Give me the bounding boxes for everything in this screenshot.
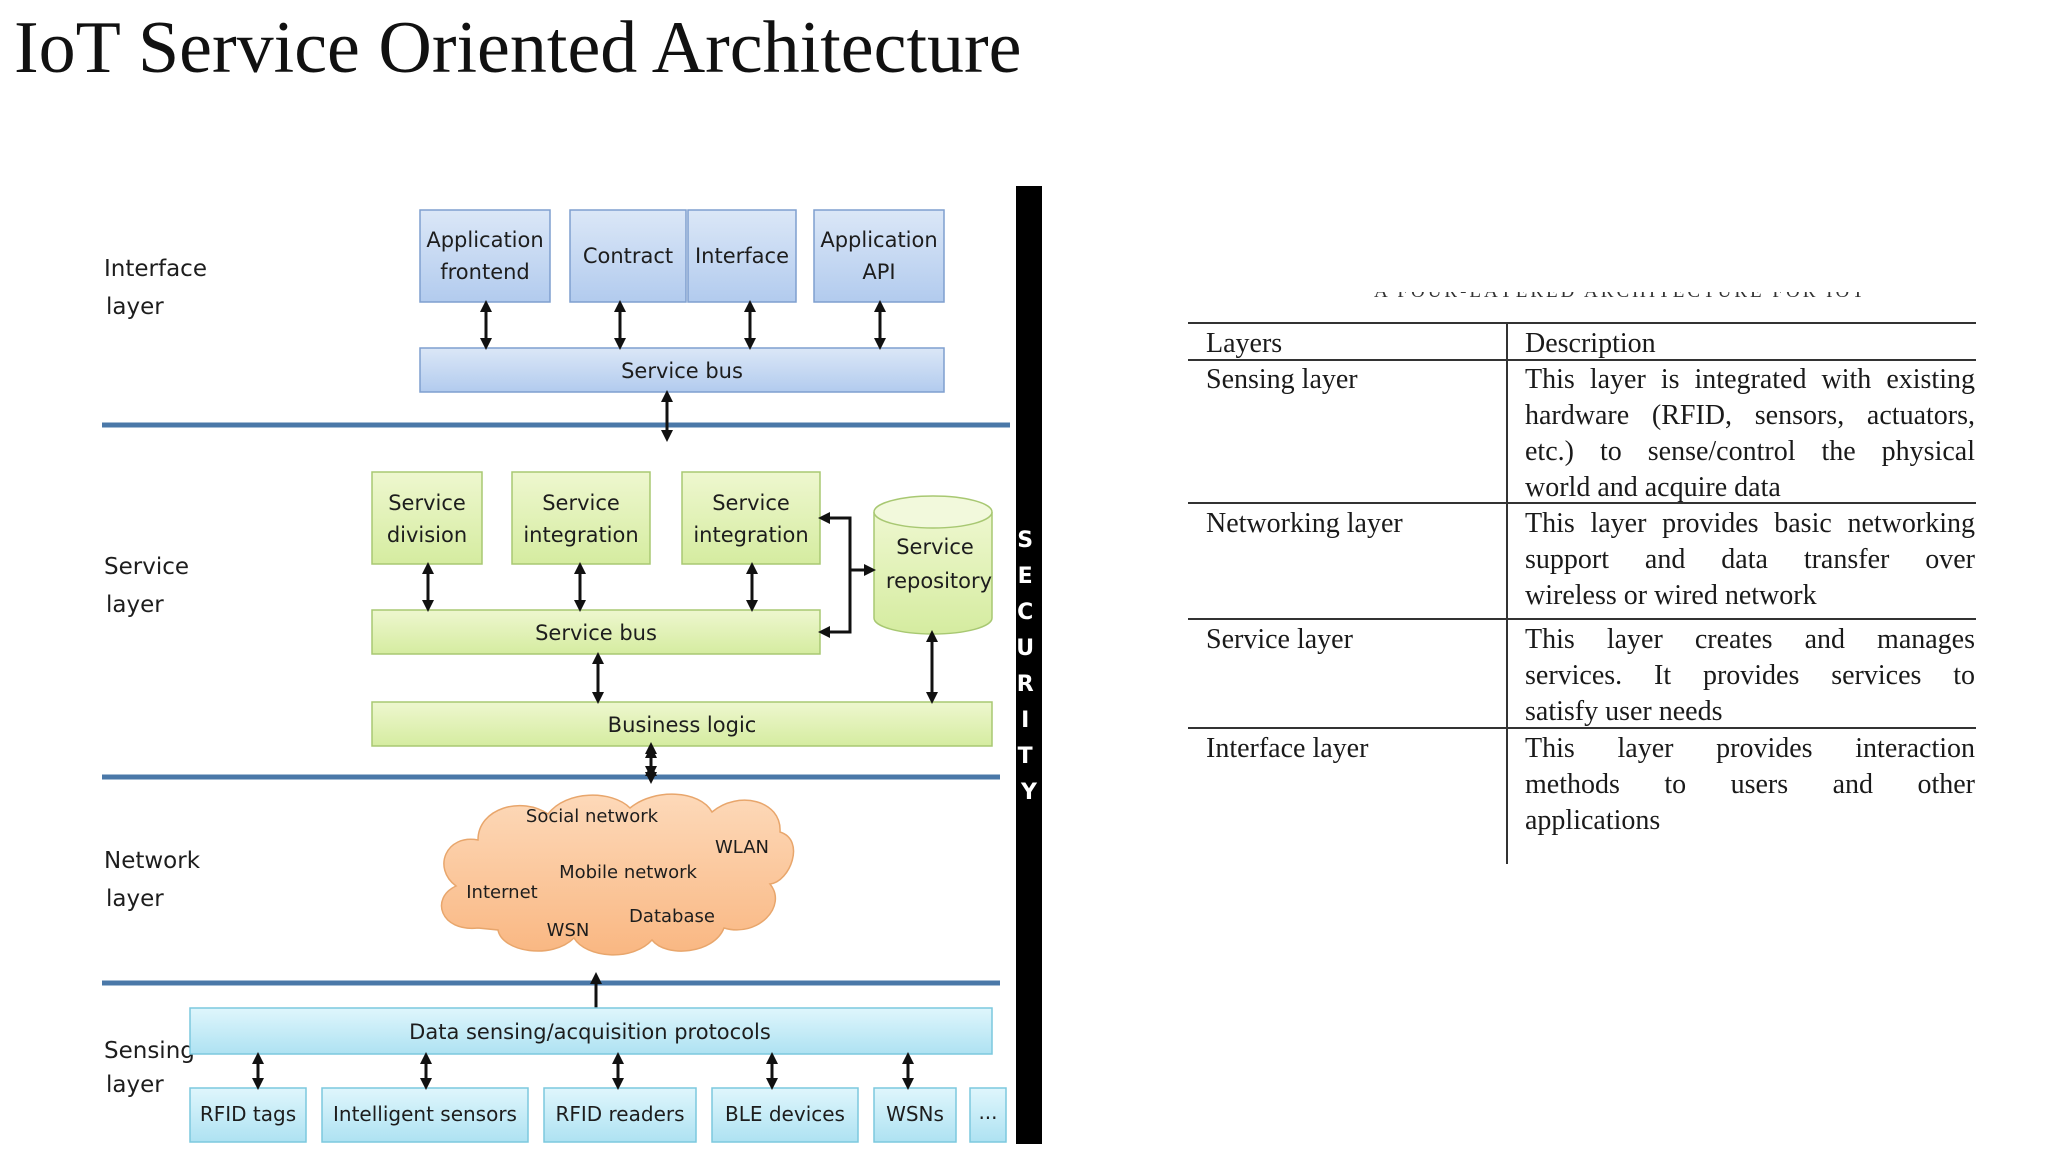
cloud-label-mobile-network: Mobile network [559,862,697,883]
table-column-rule [1506,322,1508,864]
sensing-device-rfid-readers: RFID readers [543,1087,697,1143]
slide-title: IoT Service Oriented Architecture [14,7,1022,89]
sensing-arrows [252,1052,914,1090]
svg-text:Contract: Contract [583,244,673,268]
sensing-device-more: ... [969,1087,1007,1143]
interface-arrows [480,300,886,442]
table-cell-description: This layer provides basic networking sup… [1525,508,1975,611]
table-cell-description: This layer is integrated with existing h… [1525,364,1975,503]
table-header-layers: Layers [1206,328,1283,359]
sensing-device-rfid-tags: RFID tags [189,1087,307,1143]
security-bar [1016,186,1042,1144]
data-sensing-bar: Data sensing/acquisition protocols [189,1007,993,1055]
cloud-label-wsn: WSN [547,920,590,941]
svg-text:Intelligent sensors: Intelligent sensors [333,1102,517,1126]
table-top-rule [1188,322,1976,324]
svg-text:RFID tags: RFID tags [200,1102,296,1126]
layer-dividers [102,422,1010,986]
service-bus: Service bus [371,609,821,655]
table-cell-layer: Service layer [1206,624,1353,655]
interface-box-contract: Contract [569,209,687,303]
business-logic-bar: Business logic [371,701,993,747]
table-cell-description: This layer provides interaction methods … [1525,733,1975,836]
table-cell-description: This layer creates and manages services.… [1525,624,1975,727]
sensing-device-intelligent-sensors: Intelligent sensors [321,1087,529,1143]
svg-text:WSNs: WSNs [886,1102,944,1126]
sensing-device-wsns: WSNs [873,1087,957,1143]
svg-text:Interface: Interface [695,244,789,268]
svg-text:Data sensing/acquisition proto: Data sensing/acquisition protocols [409,1020,771,1044]
cloud-label-internet: Internet [466,882,537,903]
security-label: S E C U R I T Y [1016,528,1042,805]
table-caption: A Four-Layered Architecture for IoT [1176,292,1976,312]
table-cell-layer: Interface layer [1206,733,1369,764]
sensing-device-ble-devices: BLE devices [711,1087,859,1143]
svg-text:...: ... [978,1100,997,1124]
table-cell-layer: Sensing layer [1206,364,1358,395]
cloud-label-wlan: WLAN [715,837,769,858]
interface-service-bus: Service bus [419,347,945,393]
svg-text:Business logic: Business logic [608,713,757,737]
svg-text:Service bus: Service bus [621,359,743,383]
table-row-rule-3 [1188,727,1976,729]
cloud-label-database: Database [629,906,715,927]
svg-text:RFID readers: RFID readers [555,1102,684,1126]
cloud-label-social-network: Social network [526,806,659,827]
table-row-rule-1 [1188,502,1976,504]
interface-box-interface: Interface [687,209,797,303]
svg-text:Service bus: Service bus [535,621,657,645]
table-header-rule [1188,359,1976,361]
table-cell-layer: Networking layer [1206,508,1403,539]
svg-text:BLE devices: BLE devices [725,1102,845,1126]
table-header-description: Description [1525,328,1656,359]
table-row-rule-2 [1188,618,1976,620]
network-cloud: Social network WLAN Mobile network Inter… [440,793,795,956]
